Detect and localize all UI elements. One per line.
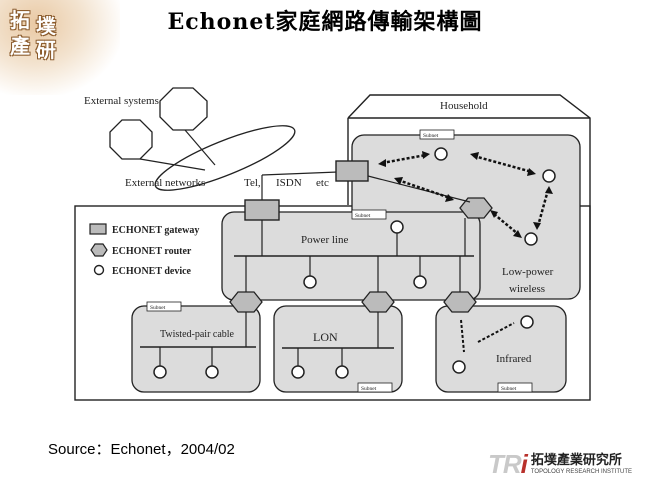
etc-label: etc [316,177,329,189]
tri-logo-suffix: i [520,448,528,479]
lon-subnet [273,305,403,393]
arrow-head [394,177,403,185]
arrow-head [422,151,430,159]
arrow-head [527,168,536,176]
wireless-link [473,154,533,174]
echonet-device [291,365,305,379]
subnet-tag-label: Subnet [361,386,377,392]
legend-gateway-swatch [89,223,107,235]
arrow-head [513,230,522,238]
echonet-device [520,315,534,329]
connection-line [261,171,339,176]
infrared-link [477,322,515,343]
echonet-device [303,275,317,289]
tri-logo-text: 拓墣產業研究所 TOPOLOGY RESEARCH INSTITUTE [531,454,632,475]
echonet-device [524,232,538,246]
arrow-head [470,152,479,160]
source-note: Source：Echonet，2004/02 [48,441,235,458]
external-system-octagon [159,87,208,131]
legend-router-swatch [90,243,108,257]
echonet-gateway [335,160,369,182]
twisted-pair-label: Twisted-pair cable [160,329,235,340]
echonet-router [361,291,395,313]
echonet-device [335,365,349,379]
arrow-head [490,210,498,218]
infrared-link [460,319,465,353]
echonet-device [452,360,466,374]
echonet-device [542,169,556,183]
echonet-device [390,220,404,234]
arrow-head [378,159,386,167]
echonet-device [205,365,219,379]
wireless-link [493,213,519,235]
external-system-octagon [109,119,153,160]
legend-device-swatch [93,264,105,276]
arrow-head [545,186,553,194]
infrared-label: Infrared [496,353,532,365]
household-label: Household [440,100,488,112]
wireless-link [397,178,451,200]
arrow-head [445,194,454,202]
corner-logo: 拓 墣 產 研 [0,0,120,95]
echonet-device [413,275,427,289]
page-title: Echonet家庭網路傳輸架構圖 [167,9,483,35]
wireless-label: wireless [509,283,545,295]
connection-line [367,175,471,203]
subnet-tag-label: Subnet [150,305,166,311]
footer-logo: TRi 拓墣產業研究所 TOPOLOGY RESEARCH INSTITUTE [488,449,632,479]
subnet-tag [419,129,455,140]
lon-label: LON [313,330,338,344]
tri-name-zh: 拓墣產業研究所 [530,452,622,468]
echonet-device [434,147,448,161]
corner-logo-char: 拓 [10,8,30,32]
twisted-pair-subnet [131,305,261,393]
legend-device-label: ECHONET device [112,266,192,277]
tel-label: Tel, [244,177,261,189]
echonet-gateway [244,199,280,221]
external-systems-label: External systems [84,95,159,107]
corner-logo-char: 研 [36,38,56,62]
wireless-link [536,189,550,227]
tri-logo-prefix: TR [487,448,522,479]
subnet-tag [351,209,387,220]
legend-gateway-label: ECHONET gateway [112,225,199,236]
tri-name-en: TOPOLOGY RESEARCH INSTITUTE [530,468,632,475]
connection-line [139,158,206,171]
echonet-router [459,197,493,219]
external-networks-label: External networks [125,177,205,189]
echonet-router [443,291,477,313]
isdn-label: ISDN [276,177,302,189]
arrow-head [533,222,541,230]
echonet-device [153,365,167,379]
external-networks-ellipse [154,125,296,191]
connection-line [184,129,216,166]
infrared-subnet [435,305,567,393]
subnet-tag [497,382,533,393]
power-line-label: Power line [301,234,348,246]
subnet-tag-label: Subnet [501,386,517,392]
house-boundary [74,205,591,401]
wireless-link [381,153,427,165]
subnet-tag [146,301,182,312]
corner-logo-char: 產 [10,34,30,58]
echonet-router [229,291,263,313]
subnet-tag-label: Subnet [423,133,439,139]
subnet-tag [357,382,393,393]
low-power-label: Low-power [502,266,554,278]
tri-logo-mark: TRi [487,448,528,480]
corner-logo-char: 墣 [36,14,56,38]
legend-router-label: ECHONET router [112,246,192,257]
subnet-tag-label: Subnet [355,213,371,219]
